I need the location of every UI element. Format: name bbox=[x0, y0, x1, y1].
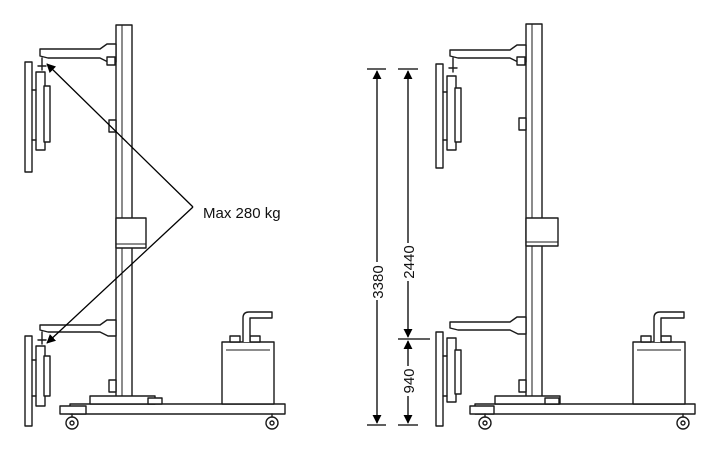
left-wheel-rear bbox=[265, 416, 279, 430]
left-mast-bracket-lower bbox=[108, 379, 117, 393]
left-battery-box bbox=[221, 341, 275, 405]
left-lower-glass bbox=[24, 335, 33, 427]
left-carriage-box bbox=[115, 217, 147, 249]
right-carriage-box bbox=[525, 217, 559, 247]
right-upper-glass bbox=[435, 63, 444, 169]
right-upper-arm bbox=[449, 44, 527, 63]
right-wheel-rear bbox=[676, 416, 690, 430]
left-handle bbox=[242, 311, 273, 342]
dim-label-total: 3380 bbox=[370, 265, 387, 298]
dim-label-lower: 940 bbox=[401, 368, 418, 393]
left-base-frame bbox=[69, 403, 286, 415]
right-lower-arm bbox=[449, 316, 527, 335]
left-lifter: Max 280 kg bbox=[24, 24, 286, 430]
left-load-arrow-upper bbox=[46, 63, 194, 208]
left-upper-arm bbox=[39, 43, 117, 63]
left-wheel-front bbox=[65, 416, 79, 430]
right-lifter: 3380 2440 940 bbox=[367, 23, 696, 430]
left-upper-glass bbox=[24, 61, 33, 173]
right-handle bbox=[653, 311, 685, 342]
right-battery-box bbox=[632, 341, 686, 405]
right-lower-glass bbox=[435, 331, 444, 427]
left-lower-arm bbox=[39, 319, 117, 337]
left-mast-bracket bbox=[108, 119, 117, 133]
left-load-arrow-lower bbox=[46, 206, 194, 344]
dim-label-upper: 2440 bbox=[401, 245, 418, 278]
right-base-frame bbox=[474, 403, 696, 415]
right-wheel-front bbox=[478, 416, 492, 430]
max-load-label: Max 280 kg bbox=[203, 205, 281, 222]
